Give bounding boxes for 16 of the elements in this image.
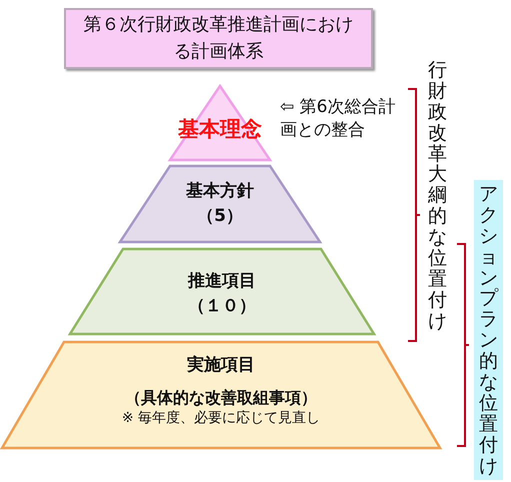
vertical-label: 行財政改革大綱的な位置付け	[428, 60, 447, 332]
pyramid-tier	[70, 249, 374, 334]
title-box: 第６次行財政改革推進計画における計画体系	[64, 8, 373, 69]
tier-heading: 基本理念	[178, 116, 262, 143]
pyramid-tier	[120, 166, 320, 242]
pyramid-tier	[2, 342, 440, 448]
tier-text: （１０）	[188, 294, 256, 318]
tier-text: （具体的な改善取組事項）	[125, 386, 317, 409]
beside-note: ⇦ 第6次総合計画との整合	[280, 96, 396, 142]
tier-text: ※ 毎年度、必要に応じて見直し	[122, 408, 320, 428]
tier-heading: 実施項目	[187, 354, 255, 377]
tier-heading: 基本方針	[186, 180, 254, 203]
tier-heading: 推進項目	[188, 270, 256, 292]
apex-triangle	[170, 86, 270, 160]
tier-text: （5）	[197, 205, 243, 228]
vertical-label: アクションプラン的な位置付け	[474, 180, 503, 480]
